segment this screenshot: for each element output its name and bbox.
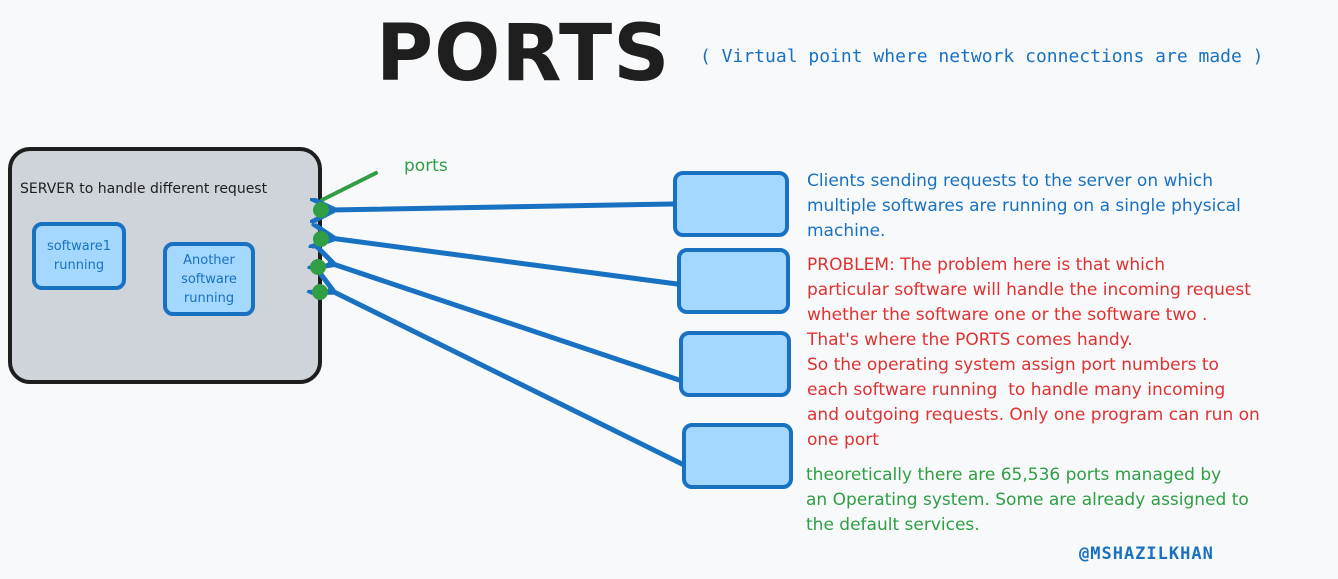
request-arrow-1 bbox=[330, 204, 676, 210]
ports-label: ports bbox=[404, 156, 448, 176]
software-label-2: Another software running bbox=[181, 252, 237, 306]
request-arrow-4 bbox=[330, 290, 685, 467]
software-box-2: Another software running bbox=[163, 242, 255, 316]
port-dot-3 bbox=[310, 259, 326, 275]
client-box-2 bbox=[677, 248, 790, 314]
client-box-4 bbox=[682, 423, 793, 489]
software-label-1: software1 running bbox=[46, 239, 112, 273]
port-dot-4 bbox=[312, 284, 328, 300]
client-box-1 bbox=[673, 171, 789, 237]
problem-note: PROBLEM: The problem here is that which … bbox=[807, 255, 1260, 450]
request-arrow-2 bbox=[330, 238, 680, 287]
clients-note: Clients sending requests to the server o… bbox=[807, 171, 1241, 241]
client-box-3 bbox=[679, 331, 791, 397]
page-subtitle: ( Virtual point where network connection… bbox=[700, 46, 1264, 67]
request-arrow-3 bbox=[330, 263, 682, 383]
port-pointer-line bbox=[320, 171, 378, 202]
author-handle: @MSHAZILKHAN bbox=[1079, 544, 1214, 564]
software-box-1: software1 running bbox=[32, 222, 126, 290]
port-dot-1 bbox=[313, 202, 329, 218]
ports-count-note: theoretically there are 65,536 ports man… bbox=[806, 465, 1249, 535]
page-title: PORTS bbox=[376, 9, 671, 99]
port-dot-2 bbox=[313, 231, 329, 247]
server-label: SERVER to handle different request bbox=[20, 181, 268, 197]
